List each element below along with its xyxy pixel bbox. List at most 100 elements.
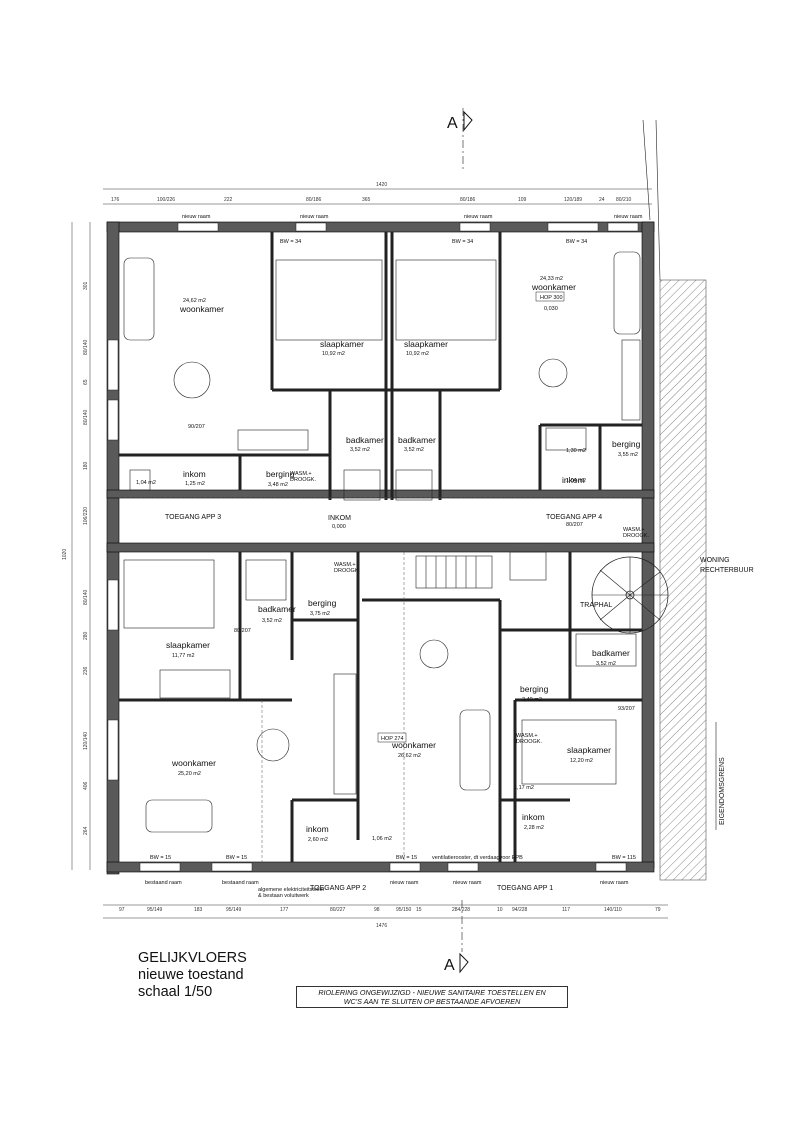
boundary-label: EIGENDOMSGRENS (719, 757, 726, 825)
dim-bottom-11: 94/228 (512, 907, 528, 913)
outer-walls (106, 221, 655, 875)
room-name: inkom (522, 812, 545, 822)
wash-dry-1: WASM.+ (290, 471, 312, 477)
room-name: woonkamer (171, 758, 216, 768)
room-area: 26,62 m2 (398, 753, 421, 759)
lintel-4: BW = 15 (150, 855, 171, 861)
room-name: badkamer (258, 604, 296, 614)
dim-bottom-9: 284/228 (452, 907, 470, 913)
dim-bottom-13: 140/110 (604, 907, 622, 913)
room-name: inkom (183, 469, 206, 479)
existing-bay-2: bestaand raam (222, 880, 259, 886)
new-bay-6: nieuw raam (464, 214, 493, 220)
dim-left-5: 106/220 (83, 507, 89, 525)
door-4: 80/207 (566, 522, 583, 528)
dim-left-6: 80/140 (83, 589, 89, 605)
wc-area-2: 1,17 m2 (514, 785, 534, 791)
dim-left-4: 180 (83, 461, 89, 470)
access-app2: TOEGANG APP 2 (310, 885, 366, 892)
room-area: 3,75 m2 (310, 611, 330, 617)
central-hall-level: 0,000 (332, 524, 346, 530)
hop-a: HOP 300 (540, 295, 563, 301)
room-area: 3,55 m2 (618, 452, 638, 458)
central-hall-label: INKOM (328, 515, 351, 522)
door-1: 90/207 (188, 424, 205, 430)
room-area: 2,60 m2 (308, 837, 328, 843)
wash-dry-5: WASM.+ (516, 733, 538, 739)
title-line-2: nieuwe toestand (138, 967, 244, 983)
room-area: 24,62 m2 (183, 298, 206, 304)
drawing-title: GELIJKVLOERS nieuwe toestand schaal 1/50 (138, 950, 247, 1001)
room-area: 11,77 m2 (172, 653, 195, 659)
dim-overall-left: 1020 (62, 549, 68, 560)
room-area: 10,92 m2 (322, 351, 345, 357)
dim-top-2: 222 (224, 197, 233, 203)
room-area: 1,30 m2 (566, 448, 586, 454)
room-area: 3,48 m2 (268, 482, 288, 488)
room-name: woonkamer (391, 740, 436, 750)
dim-left-10: 406 (83, 781, 89, 790)
access-app4: TOEGANG APP 4 (546, 514, 602, 521)
dim-bottom-2: 183 (194, 907, 203, 913)
dim-bottom-4: 177 (280, 907, 289, 913)
new-bay-2: nieuw raam (453, 880, 482, 886)
room-area: 1,25 m2 (185, 481, 205, 487)
title-line-1: GELIJKVLOERS (138, 950, 247, 966)
spiral-stair (591, 556, 669, 634)
dim-bottom-1: 95/149 (147, 907, 163, 913)
dim-top-7: 120/189 (564, 197, 582, 203)
room-area: 25,20 m2 (178, 771, 201, 777)
room-name: slaapkamer (567, 745, 611, 755)
section-marker-bottom: A (444, 900, 469, 974)
new-bay-5: nieuw raam (300, 214, 329, 220)
existing-bay-1: bestaand raam (145, 880, 182, 886)
title-line-3: schaal 1/50 (138, 984, 213, 1000)
dim-bottom-6: 98 (374, 907, 380, 913)
room-name: berging (266, 469, 295, 479)
construction-lines (119, 497, 642, 862)
room-name: badkamer (592, 648, 630, 658)
note-line-2: WC'S AAN TE SLUITEN OP BESTAANDE AFVOERE… (343, 997, 521, 1006)
dim-bottom-7: 95/150 (396, 907, 412, 913)
dim-top-5: 80/186 (460, 197, 476, 203)
wash-dry-6: DROOGK. (516, 739, 542, 745)
room-area: 3,52 m2 (350, 447, 370, 453)
dim-bottom-12: 117 (562, 907, 570, 913)
dim-left-7: 280 (83, 631, 89, 640)
wc-area-4: 1,06 m2 (372, 836, 392, 842)
dim-top-4: 365 (362, 197, 371, 203)
new-bay-3: nieuw raam (600, 880, 629, 886)
section-letter-bottom: A (444, 957, 455, 974)
room-area: 2,28 m2 (524, 825, 544, 831)
room-name: slaapkamer (404, 339, 448, 349)
door-2: 80/207 (234, 628, 251, 634)
wash-dry-7: WASM.+ (623, 527, 645, 533)
room-area: 3,40 m2 (522, 697, 542, 703)
access-app3: TOEGANG APP 3 (165, 514, 221, 521)
wash-dry-4: DROOGK. (334, 568, 360, 574)
new-bay-4: nieuw raam (182, 214, 211, 220)
room-labels: woonkamer 24,62 m2 slaapkamer 10,92 m2 s… (166, 276, 641, 843)
top-dimensions: 1420 176 100/226 222 80/186 365 80/186 1… (103, 182, 652, 205)
wc-area-3: 1,04 m2 (566, 478, 586, 484)
room-area: 12,20 m2 (570, 758, 593, 764)
lintel-3: BW = 34 (566, 239, 587, 245)
wc-area-1: 1,04 m2 (136, 480, 156, 486)
lintel-6: BW = 15 (396, 855, 417, 861)
inner-walls (119, 232, 642, 862)
dim-bottom-14: 79 (655, 907, 661, 913)
dim-top-8: 24 (599, 197, 605, 203)
dim-bottom-8: 15 (416, 907, 422, 913)
dim-top-0: 176 (111, 197, 120, 203)
lintel-5: BW = 15 (226, 855, 247, 861)
dim-top-9: 80/210 (616, 197, 632, 203)
room-name: slaapkamer (166, 640, 210, 650)
dim-bottom-5: 80/227 (330, 907, 346, 913)
dim-bottom-0: 97 (119, 907, 125, 913)
room-area: 10,92 m2 (406, 351, 429, 357)
new-bay-7: nieuw raam (614, 214, 643, 220)
note-line-1: RIOLERING ONGEWIJZIGD - NIEUWE SANITAIRE… (318, 988, 546, 997)
room-name: badkamer (398, 435, 436, 445)
room-area: 3,52 m2 (596, 661, 616, 667)
